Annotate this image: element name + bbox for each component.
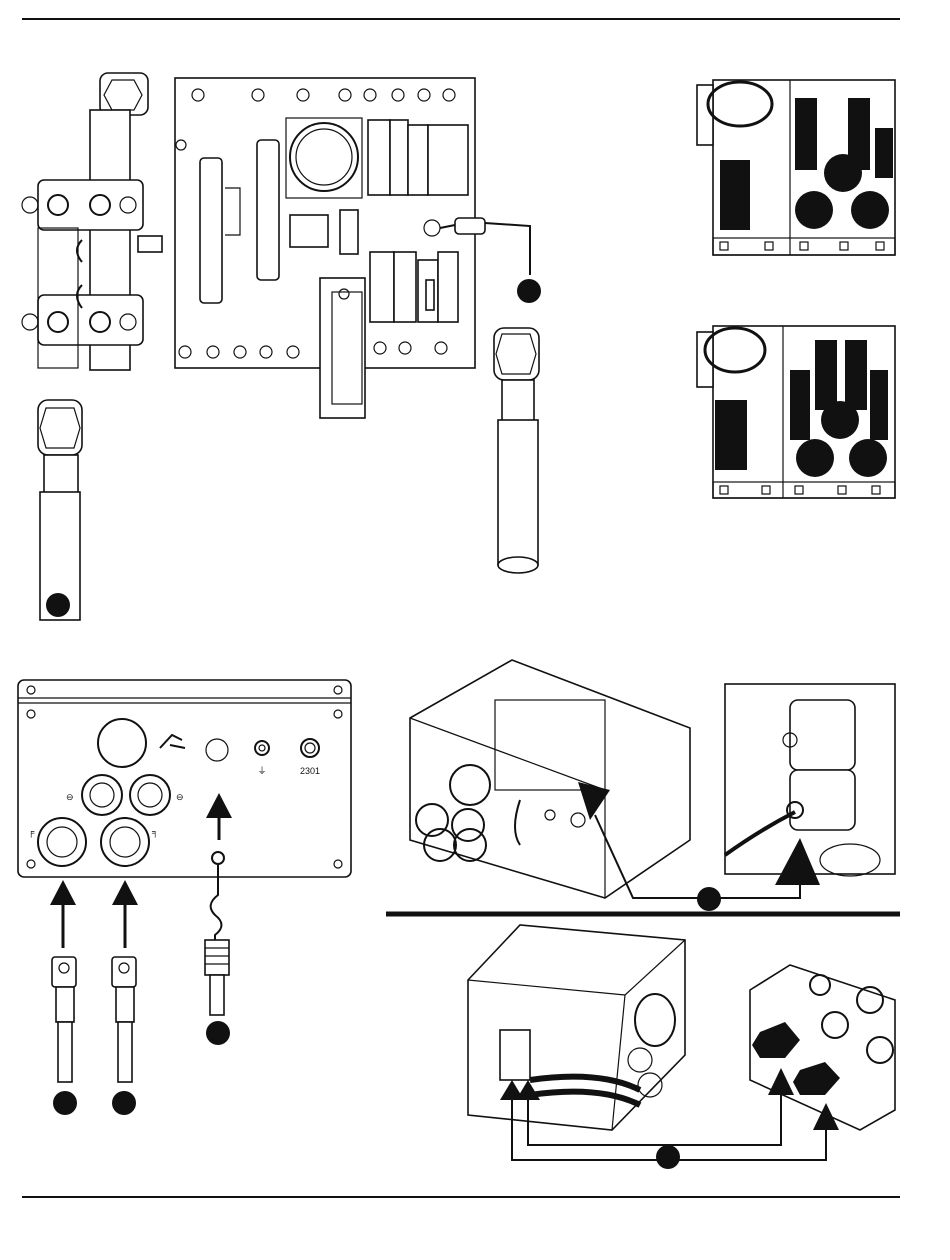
connector-panel-ground-lead-marker [206, 1021, 230, 1045]
right-cable-assembly [494, 328, 539, 573]
coolant-hose-route-marker [656, 1145, 680, 1169]
locator-view-upper [697, 80, 895, 255]
connector-panel-cable-1-marker [53, 1091, 77, 1115]
positive-terminal-icon: ╒ [28, 827, 35, 838]
locator-view-lower [697, 326, 895, 498]
chassis-ground-route-marker [697, 887, 721, 911]
ground-icon: ⏚ [257, 766, 266, 776]
panel-cables [52, 852, 229, 1082]
hose-closeup [750, 965, 895, 1130]
top-diagram-right-cable-marker [517, 279, 541, 303]
main-board-assembly [175, 78, 530, 418]
left-busbar-assembly [22, 73, 162, 620]
chassis-closeup [725, 684, 895, 876]
connector-panel-cable-2-marker [112, 1091, 136, 1115]
chassis-view [410, 660, 690, 898]
gas-in-icon: ⊖ [66, 792, 74, 802]
top-diagram-left-cable-marker [46, 593, 70, 617]
negative-terminal-icon: ╕ [152, 827, 158, 838]
gas-out-icon: ⊖ [176, 792, 184, 802]
connector-panel: ⏚ 2301 ⊖ ⊖ ╒ ╕ [18, 680, 351, 877]
connector-code-label: 2301 [300, 766, 320, 776]
